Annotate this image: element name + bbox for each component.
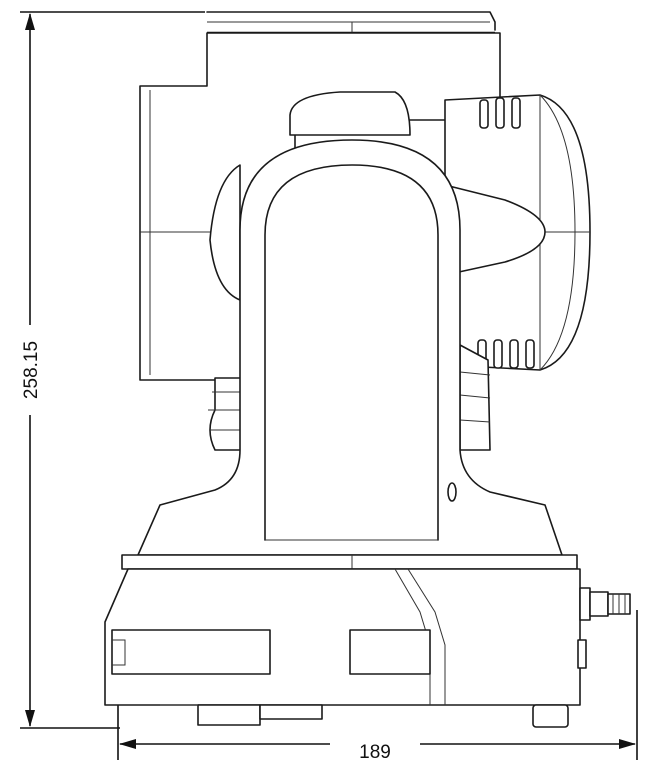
base-top-plate-outline <box>121 554 578 570</box>
tilt-cone-right <box>444 184 546 276</box>
cooling-slots-top <box>479 97 521 129</box>
rear-connector <box>577 587 631 669</box>
pan-ring-right-line-2 <box>459 394 491 399</box>
base-side-panel <box>349 629 431 675</box>
tilt-knob-left <box>209 164 241 301</box>
pan-ring-left <box>209 377 246 451</box>
tilt-hub-top <box>289 91 411 136</box>
yoke-arch-outline <box>137 139 563 556</box>
height-label-gap <box>20 325 40 415</box>
base-side-contour-2 <box>407 568 446 705</box>
base-foot-right <box>532 704 569 728</box>
base-unit <box>104 568 581 728</box>
pan-ring-stack <box>208 344 491 451</box>
rear-port <box>577 639 587 669</box>
base-side-contour <box>394 568 431 705</box>
slot-bottom-3 <box>509 339 519 369</box>
slot-top-3 <box>511 97 521 129</box>
base-front-panel <box>111 629 271 675</box>
height-dimension: 258.15 <box>20 11 205 729</box>
pan-ring-right-line-3 <box>459 419 491 423</box>
slot-top-2 <box>495 97 505 129</box>
cooling-slots-bottom <box>477 339 535 369</box>
connector-body <box>579 587 591 621</box>
slot-top-1 <box>479 99 489 129</box>
tilt-hub <box>209 91 546 301</box>
height-arrow-top <box>25 13 35 30</box>
slot-bottom-4 <box>525 339 535 369</box>
base-front-mark <box>112 639 126 666</box>
pan-ring-right-line-1 <box>459 371 491 376</box>
base-foot-center <box>259 704 323 720</box>
width-dimension-label: 189 <box>359 742 391 763</box>
base-foot-left <box>197 704 261 726</box>
base-top-plate <box>121 554 578 570</box>
yoke-arch-inner <box>264 164 439 541</box>
width-label-gap <box>330 732 420 758</box>
height-dimension-label: 258.15 <box>21 341 42 399</box>
slot-bottom-2 <box>493 339 503 369</box>
width-arrow-left <box>119 739 136 749</box>
yoke-screw <box>447 482 457 502</box>
width-arrow-right <box>619 739 636 749</box>
width-dimension: 189 <box>117 610 638 763</box>
height-arrow-bottom <box>25 710 35 727</box>
connector-barrel <box>589 591 609 617</box>
top-plate-outline <box>206 11 496 31</box>
